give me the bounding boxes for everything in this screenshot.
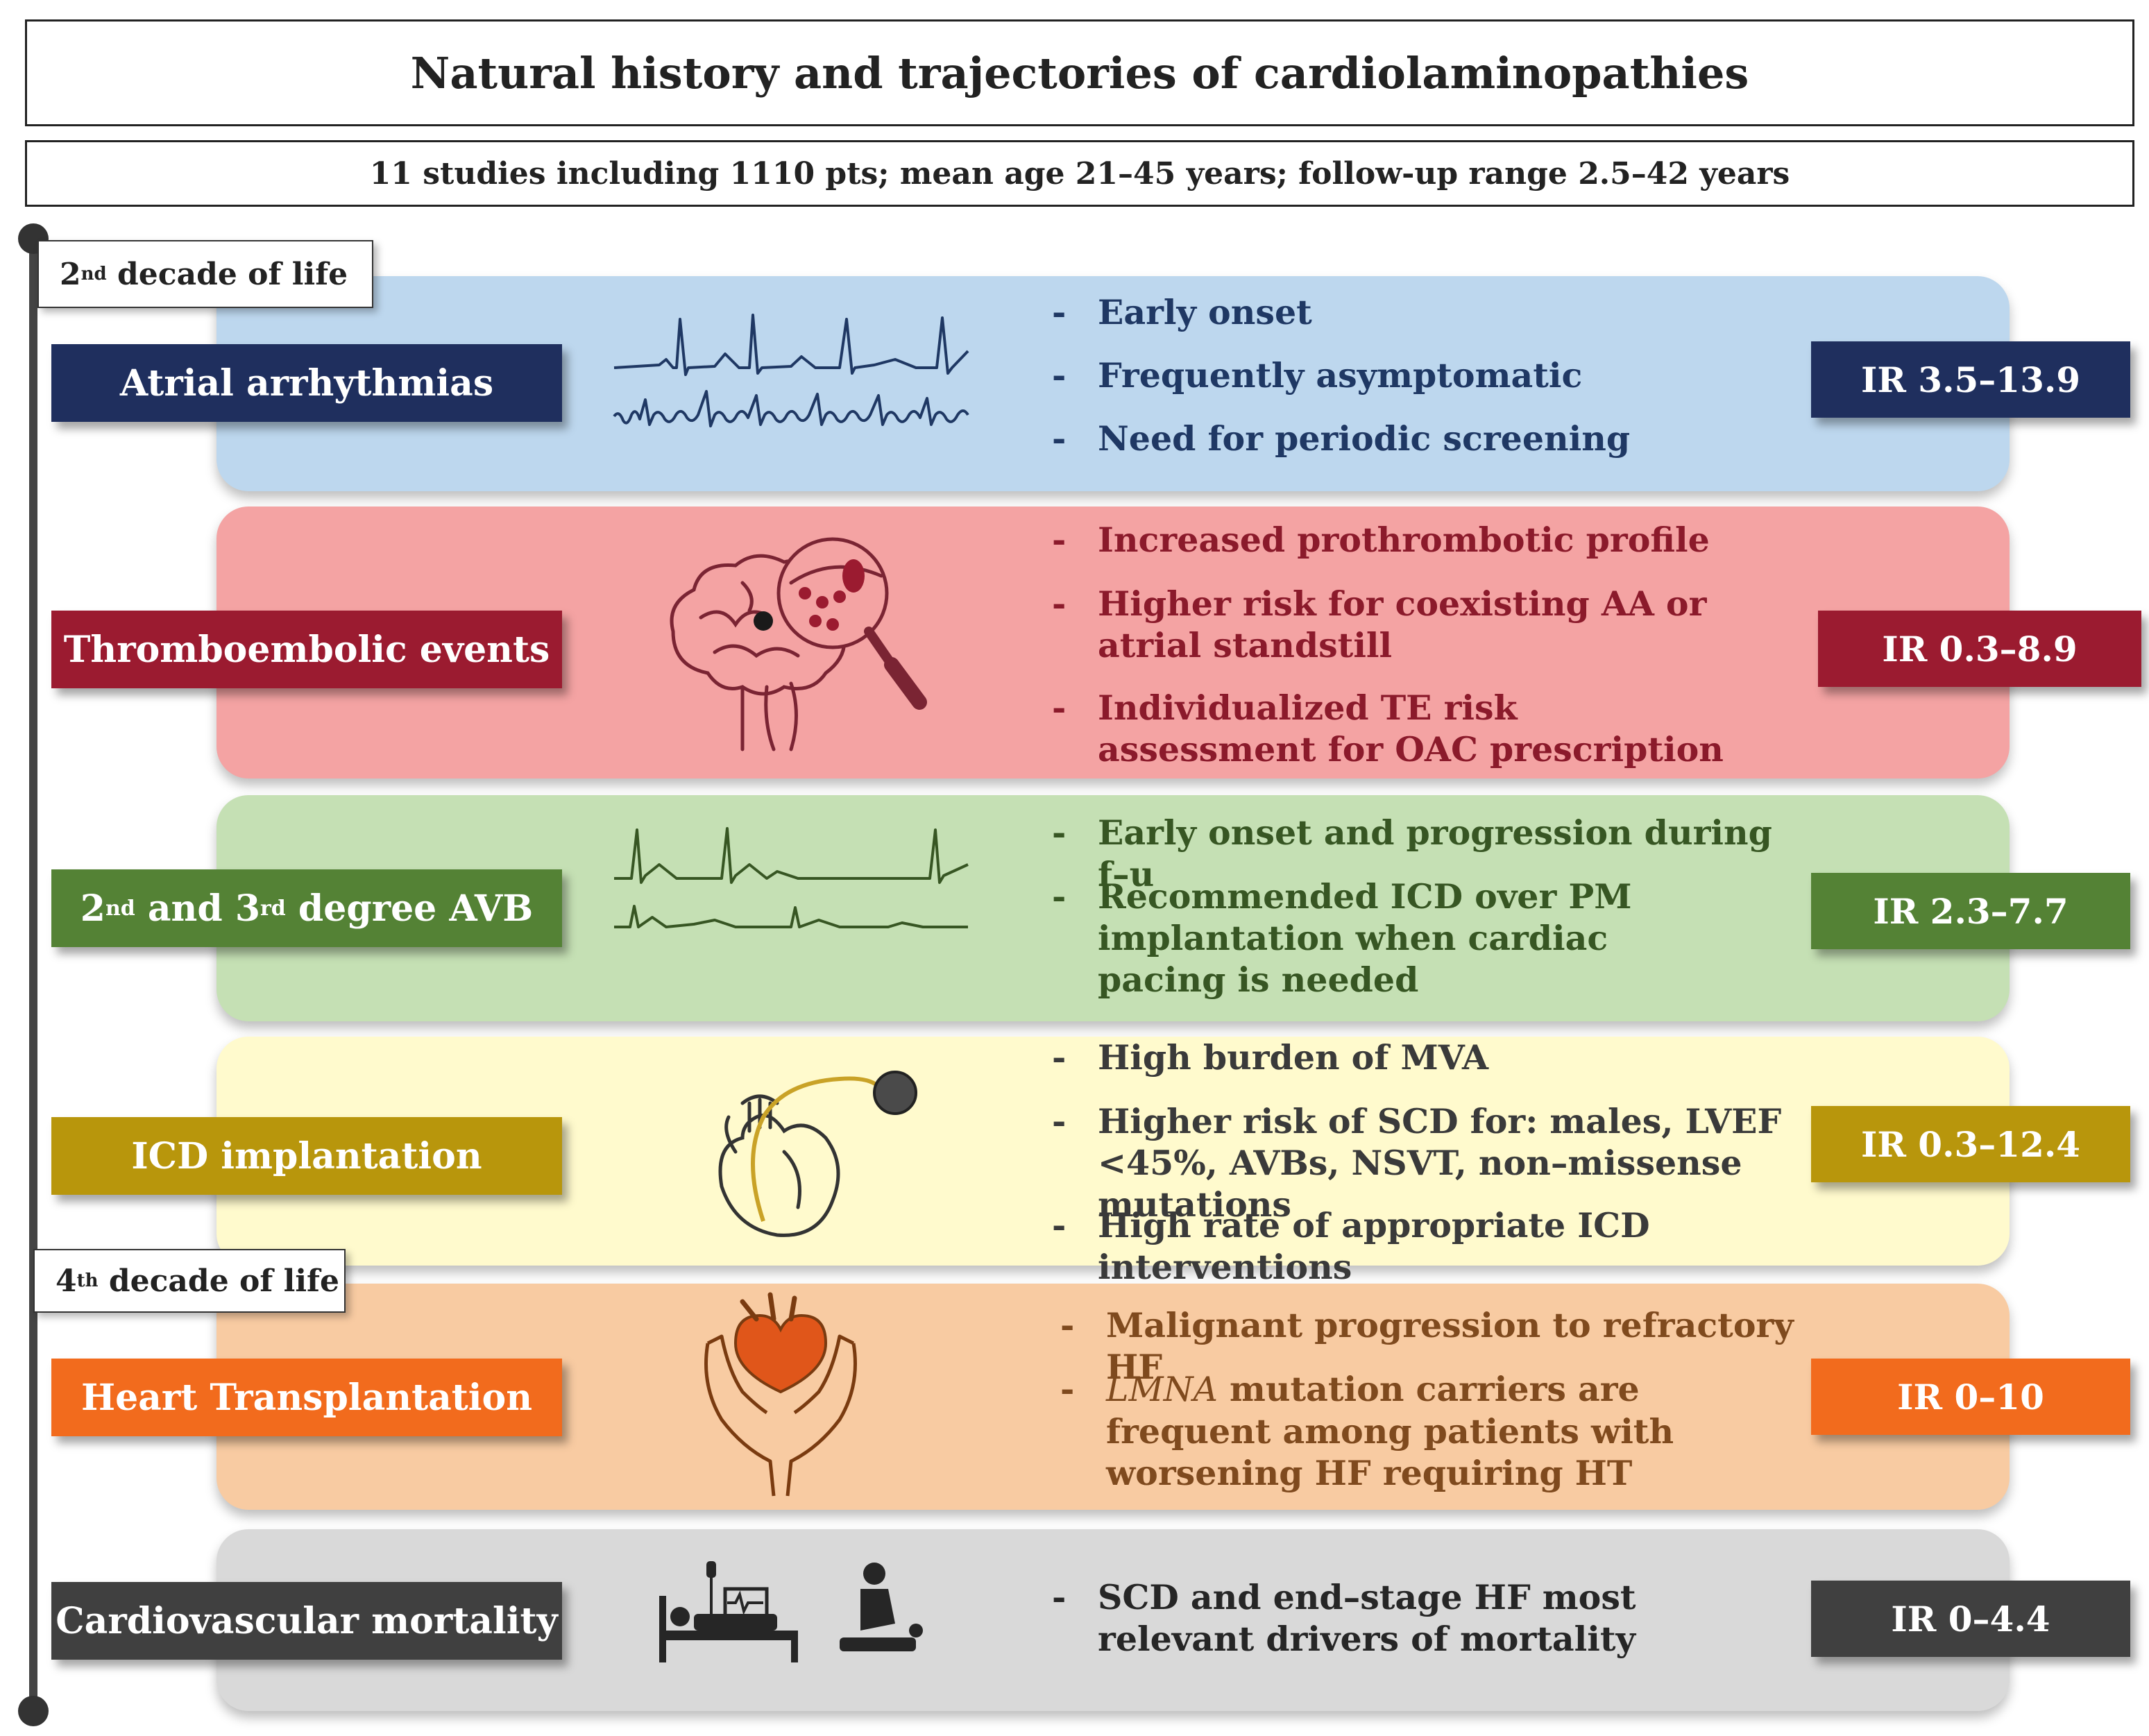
- bullet-thrombo-2: -Higher risk for coexisting AA or atrial…: [1052, 583, 1736, 666]
- bullet-atrial-3: -Need for periodic screening: [1052, 418, 1792, 459]
- bullet-text: Need for periodic screening: [1098, 418, 1631, 459]
- ir-thromboembolic: IR 0.3–8.9: [1818, 611, 2141, 687]
- bullet-text: High rate of appropriate ICD interventio…: [1098, 1205, 1650, 1287]
- bullet-dash: -: [1052, 1205, 1067, 1245]
- ecg-block-icon: [614, 827, 969, 928]
- bullet-avb-1: -Early onset and progression during f–u: [1052, 812, 1792, 895]
- ecg-icon: [613, 314, 969, 427]
- bullet-text: High burden of MVA: [1098, 1037, 1488, 1078]
- bullet-text: SCD and end–stage HF most relevant drive…: [1098, 1577, 1636, 1659]
- ir-avb: IR 2.3–7.7: [1811, 873, 2130, 949]
- ir-atrial: IR 3.5–13.9: [1811, 341, 2130, 418]
- bullet-text: Recommended ICD over PM implantation whe…: [1098, 876, 1632, 1000]
- bullet-dash: -: [1052, 1037, 1067, 1078]
- avb-label-part: and 3: [135, 887, 260, 930]
- bullet-avb-2: -Recommended ICD over PM implantation wh…: [1052, 876, 1708, 1001]
- bullet-dash: -: [1060, 1369, 1075, 1409]
- ir-icd: IR 0.3–12.4: [1811, 1106, 2130, 1182]
- brain-magnifier-icon: [670, 537, 927, 751]
- avb-label-sup: nd: [105, 896, 135, 921]
- heart-icd-icon: [718, 1071, 917, 1237]
- bullet-text: Individualized TE risk assessment for OA…: [1098, 688, 1724, 769]
- bullet-thrombo-1: -Increased prothrombotic profile: [1052, 519, 1792, 561]
- bullet-dash: -: [1052, 418, 1067, 459]
- bullet-dash: -: [1052, 876, 1067, 917]
- bullet-dash: -: [1060, 1305, 1075, 1345]
- bullet-text: Higher risk of SCD for: males, LVEF <45%…: [1098, 1101, 1782, 1225]
- bullet-text: Early onset and progression during f–u: [1098, 812, 1772, 894]
- category-cardiovascular-mortality: Cardiovascular mortality: [51, 1582, 562, 1660]
- bullet-text: Frequently asymptomatic: [1098, 355, 1583, 395]
- timeline-end-dot: [18, 1696, 49, 1726]
- avb-label-part: degree AVB: [285, 887, 534, 930]
- hands-heart-icon: [704, 1292, 857, 1497]
- bullet-text: Early onset: [1098, 292, 1312, 332]
- category-heart-transplantation: Heart Transplantation: [51, 1359, 562, 1436]
- bullet-thrombo-3: -Individualized TE risk assessment for O…: [1052, 687, 1736, 770]
- bullet-dash: -: [1052, 1577, 1067, 1617]
- study-summary: 11 studies including 1110 pts; mean age …: [25, 140, 2134, 207]
- ir-cardiovascular-mortality: IR 0–4.4: [1811, 1581, 2130, 1657]
- decade-num: 2: [60, 256, 81, 292]
- hospital-bed-cpr-icon: [659, 1561, 923, 1662]
- bullet-text: Increased prothrombotic profile: [1098, 520, 1710, 560]
- decade-text: decade of life: [98, 1263, 339, 1299]
- ir-heart-transplantation: IR 0–10: [1811, 1359, 2130, 1435]
- bullet-dash: -: [1052, 812, 1067, 853]
- bullet-text: mutation carriers are frequent among pat…: [1106, 1369, 1674, 1493]
- decade-num: 4: [56, 1263, 77, 1299]
- avb-label-sup: rd: [260, 896, 286, 921]
- bullet-dash: -: [1052, 688, 1067, 728]
- timeline-axis: [29, 235, 37, 1719]
- bullet-atrial-1: -Early onset: [1052, 291, 1792, 333]
- bullet-icd-3: -High rate of appropriate ICD interventi…: [1052, 1205, 1806, 1288]
- gene-name: LMNA: [1106, 1370, 1218, 1409]
- bullet-atrial-2: -Frequently asymptomatic: [1052, 355, 1792, 396]
- bullet-text: Malignant progression to refractory HF: [1106, 1305, 1794, 1387]
- decade-suffix: th: [76, 1270, 99, 1291]
- avb-label-part: 2: [80, 887, 105, 930]
- bullet-dash: -: [1052, 584, 1067, 624]
- category-icd-implantation: ICD implantation: [51, 1117, 562, 1195]
- category-thromboembolic-events: Thromboembolic events: [51, 611, 562, 688]
- bullet-dash: -: [1052, 1101, 1067, 1141]
- bullet-dash: -: [1052, 292, 1067, 332]
- decade-text: decade of life: [106, 256, 348, 292]
- bullet-icd-1: -High burden of MVA: [1052, 1037, 1792, 1078]
- bullet-dash: -: [1052, 520, 1067, 560]
- bullet-text: Higher risk for coexisting AA or atrial …: [1098, 584, 1707, 665]
- bullet-ht-2: -LMNA mutation carriers are frequent amo…: [1060, 1368, 1731, 1494]
- bullet-cv-1: -SCD and end–stage HF most relevant driv…: [1052, 1576, 1667, 1660]
- bullet-ht-1: -Malignant progression to refractory HF: [1060, 1304, 1800, 1388]
- decade-suffix: nd: [80, 264, 107, 284]
- page-title: Natural history and trajectories of card…: [25, 19, 2134, 126]
- bullet-dash: -: [1052, 355, 1067, 395]
- category-atrial-arrhythmias: Atrial arrhythmias: [51, 344, 562, 422]
- bullet-icd-2: -Higher risk of SCD for: males, LVEF <45…: [1052, 1100, 1806, 1225]
